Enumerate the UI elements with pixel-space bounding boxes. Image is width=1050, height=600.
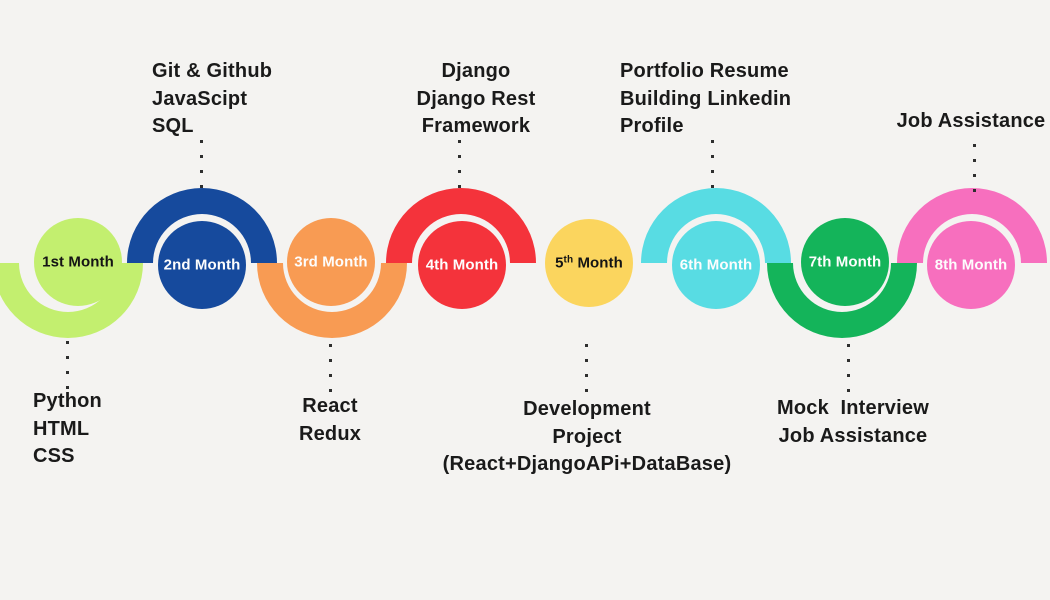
topic-line: HTML (33, 417, 90, 440)
topic-line: Mock Interview (777, 397, 929, 419)
topic-line: Redux (298, 422, 362, 445)
topics-4th-month: Django Django Rest Framework (390, 58, 562, 141)
topic-line: Django Rest (416, 87, 536, 110)
dotted-connector-3rd (329, 344, 332, 392)
topic-line: Job Assistance (778, 424, 928, 447)
topic-line: CSS (33, 445, 75, 467)
ring-2nd-month (127, 188, 277, 263)
topic-line: Git & Github (152, 60, 273, 82)
ring-6th-month (641, 188, 791, 263)
topic-line: Django (441, 60, 511, 82)
topics-5th-month: Development Project (React+DjangoAPi+Dat… (437, 396, 737, 479)
dotted-connector-7th (847, 344, 850, 392)
label-6th-month: 6th Month (679, 256, 753, 274)
topics-2nd-month: Git & Github JavaScipt SQL (152, 58, 272, 141)
label-5th-num: 5 (555, 254, 564, 272)
label-7th-month: 7th Month (808, 253, 882, 271)
dotted-connector-1st (66, 341, 69, 389)
topics-3rd-month: React Redux (270, 393, 390, 448)
circle-4th-month (418, 221, 506, 309)
topic-line: Profile (620, 115, 684, 137)
label-2nd-month: 2nd Month (163, 256, 241, 274)
dotted-connector-5th (585, 344, 588, 392)
topic-line: Portfolio Resume (620, 60, 789, 82)
circle-5th-month (545, 219, 633, 307)
topic-line: Framework (421, 115, 531, 137)
ring-7th-month (767, 263, 917, 338)
circle-3rd-month (287, 218, 375, 306)
circle-8th-month (927, 221, 1015, 309)
topic-line: Job Assistance (896, 110, 1046, 132)
label-4th-month: 4th Month (425, 256, 499, 274)
circle-2nd-month (158, 221, 246, 309)
ring-4th-month (386, 188, 536, 263)
topic-line: Python (33, 390, 102, 412)
topic-line: SQL (152, 115, 194, 137)
topic-line: (React+DjangoAPi+DataBase) (442, 453, 732, 475)
label-5th-rest: Month (573, 254, 623, 272)
topic-line: JavaScipt (152, 87, 248, 110)
topic-line: Project (552, 425, 622, 448)
dotted-connector-8th (973, 144, 976, 192)
dotted-connector-6th (711, 140, 714, 188)
ring-3rd-month (257, 263, 407, 338)
topics-6th-month: Portfolio Resume Building Linkedin Profi… (620, 58, 791, 141)
label-5th-superscript: th (563, 254, 574, 266)
label-1st-month: 1st Month (42, 253, 114, 271)
topic-line: React (302, 395, 358, 417)
label-5th-month: 5th Month (534, 255, 644, 272)
topic-line: Building Linkedin (620, 87, 792, 110)
circle-1st-month (34, 218, 122, 306)
label-8th-month: 8th Month (934, 256, 1008, 274)
label-3rd-month: 3rd Month (294, 253, 368, 271)
circle-6th-month (672, 221, 760, 309)
dotted-connector-4th (458, 140, 461, 188)
topics-7th-month: Mock Interview Job Assistance (753, 395, 953, 450)
ring-1st-month (0, 263, 143, 338)
topic-line: Development (523, 398, 651, 420)
dotted-connector-2nd (200, 140, 203, 188)
topics-1st-month: Python HTML CSS (33, 388, 102, 471)
topics-8th-month: Job Assistance (885, 108, 1050, 136)
ring-8th-month (897, 188, 1047, 263)
circle-7th-month (801, 218, 889, 306)
